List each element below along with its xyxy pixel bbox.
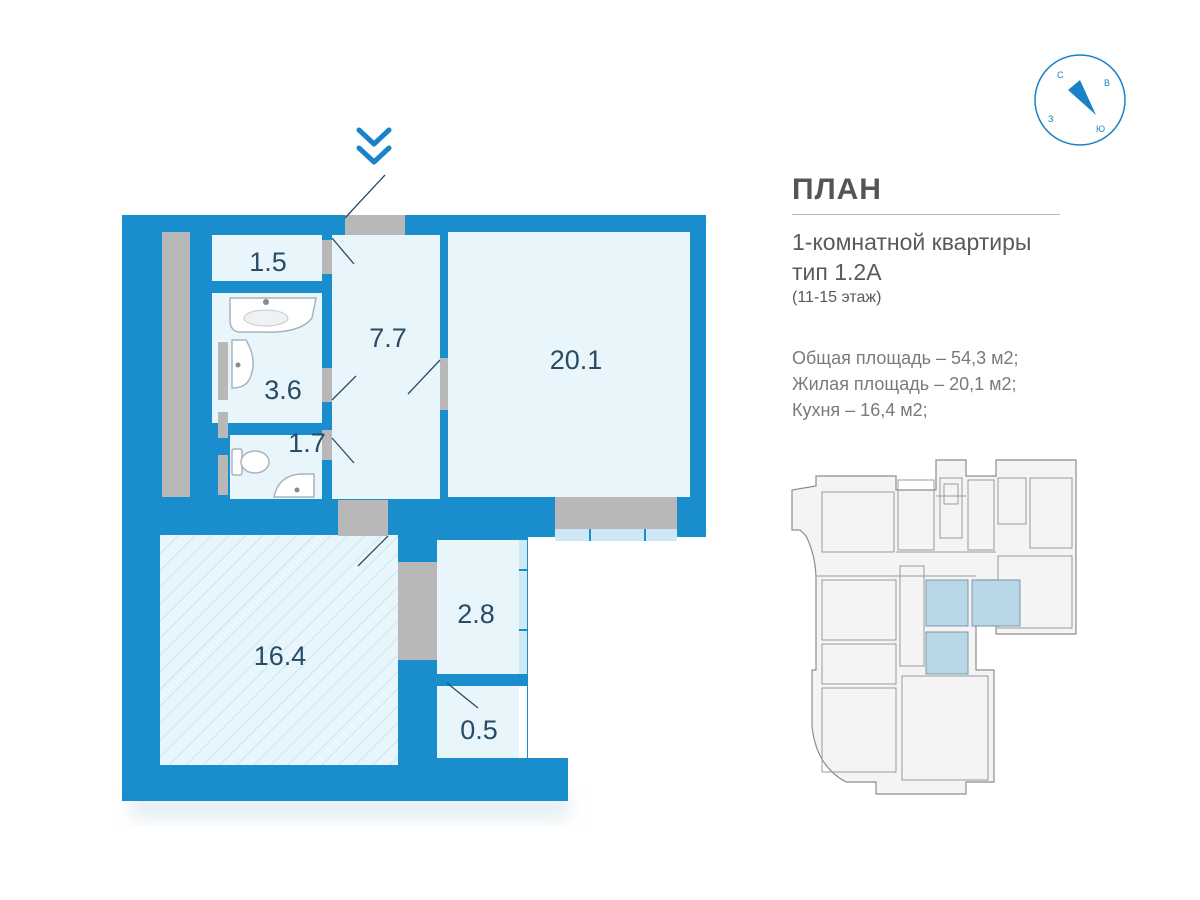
balcony-room <box>437 686 519 758</box>
living-area: Жилая площадь – 20,1 м2; <box>792 374 1017 394</box>
highlighted-apartment <box>925 579 1021 675</box>
compass-icon: С В Ю З <box>1034 54 1126 146</box>
corridor-room <box>437 540 519 674</box>
bathtub-icon <box>229 297 317 333</box>
apartment-type-line2: тип 1.2А <box>792 259 882 285</box>
storage-room <box>212 235 322 281</box>
room-area-kitchen: 16.4 <box>254 641 307 671</box>
compass-east: В <box>1104 78 1110 88</box>
apartment-floor-plan: 1.5 7.7 20.1 3.6 1.7 16.4 2.8 0.5 <box>122 127 706 820</box>
building-key-plan <box>791 459 1077 795</box>
compass-north: С <box>1057 70 1064 80</box>
door-swings <box>331 174 479 709</box>
hallway <box>332 235 440 499</box>
room-area-storage: 1.5 <box>249 247 287 277</box>
double-chevron-down-icon <box>356 127 392 165</box>
compass-south: Ю <box>1096 124 1105 134</box>
living-room <box>448 232 690 497</box>
sink-icon <box>231 339 254 389</box>
room-area-corridor: 2.8 <box>457 599 495 629</box>
room-area-bathroom: 3.6 <box>264 375 302 405</box>
kitchen <box>160 535 398 765</box>
vent-shaft <box>162 232 190 497</box>
title-divider <box>792 214 1060 215</box>
compass-west: З <box>1048 114 1053 124</box>
window-corridor <box>495 540 527 758</box>
room-area-toilet: 1.7 <box>288 428 326 458</box>
page-title: ПЛАН <box>792 173 882 206</box>
toilet-icon <box>231 448 270 476</box>
area-stats: Общая площадь – 54,3 м2; Жилая площадь –… <box>792 345 1092 423</box>
total-area: Общая площадь – 54,3 м2; <box>792 348 1019 368</box>
apartment-type-line1: 1-комнатной квартиры <box>792 229 1032 255</box>
kitchen-area: Кухня – 16,4 м2; <box>792 400 928 420</box>
window-living <box>555 497 677 541</box>
room-area-hall: 7.7 <box>369 323 407 353</box>
sink-icon <box>273 473 315 498</box>
doorways <box>218 215 448 660</box>
room-area-living: 20.1 <box>550 345 603 375</box>
floor-range: (11-15 этаж) <box>792 289 882 306</box>
room-area-balcony: 0.5 <box>460 715 498 745</box>
plan-info: ПЛАН 1-комнатной квартиры тип 1.2А (11-1… <box>792 172 1092 423</box>
